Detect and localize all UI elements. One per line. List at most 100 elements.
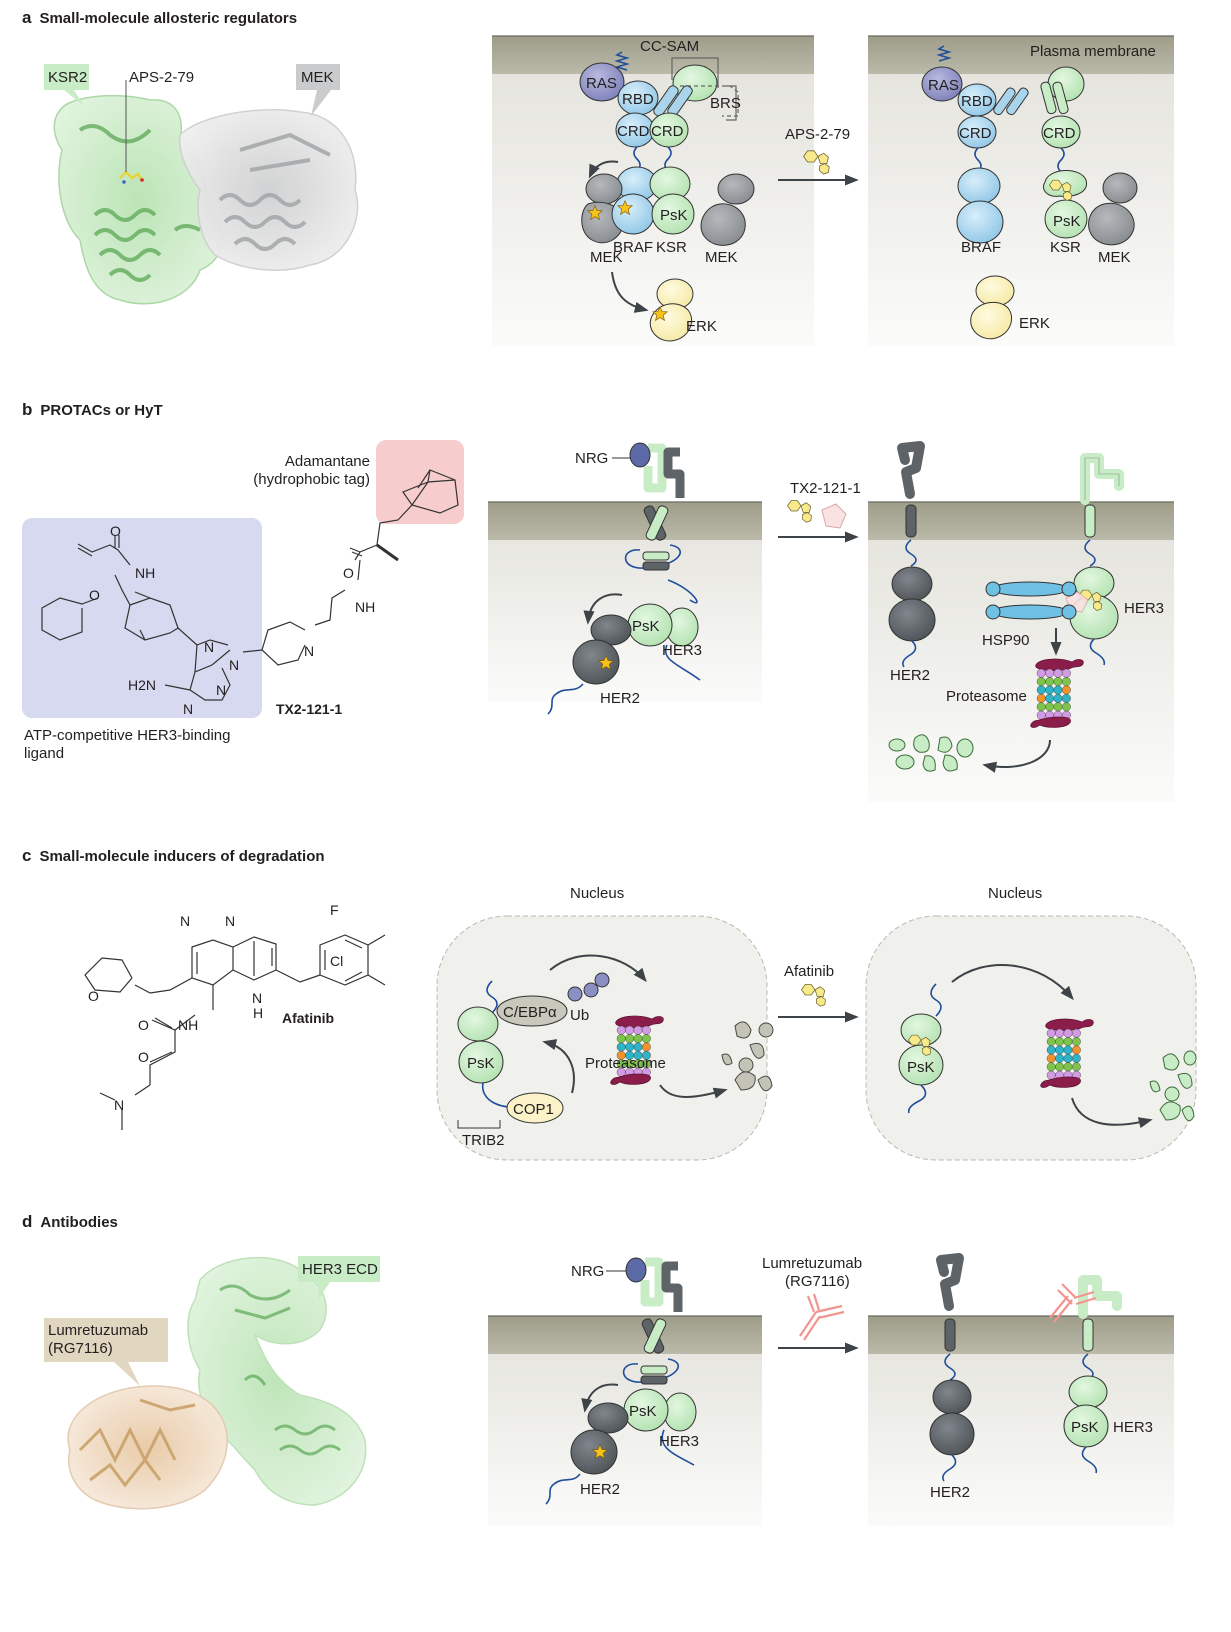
her2-ecd xyxy=(936,1253,964,1311)
degradation-arrow xyxy=(951,964,1074,1001)
mek-structure-label: MEK xyxy=(301,69,334,86)
cc-sam-bracket xyxy=(671,57,719,88)
cop1-label: COP1 xyxy=(513,1101,554,1118)
atom-n: N xyxy=(252,990,262,1006)
panel-b-transition: TX2-121-1 xyxy=(778,480,861,543)
degraded-c-ebpa-fragments xyxy=(721,1021,774,1092)
her3-n-lobe xyxy=(1068,1375,1108,1409)
her3-transmembrane xyxy=(643,1318,667,1354)
after-her3-label: HER3 xyxy=(1113,1419,1153,1436)
after-braf-crd-label: CRD xyxy=(959,125,992,142)
her2-kinase xyxy=(570,1429,618,1475)
atom-n: N xyxy=(204,639,214,655)
braf-brs-rod xyxy=(653,85,679,117)
hsp90-label: HSP90 xyxy=(982,632,1030,649)
adamantane-icon xyxy=(821,503,847,529)
mek-c-lobe xyxy=(1088,202,1135,246)
ras-protein xyxy=(579,62,625,102)
her3-ecd xyxy=(643,443,667,493)
mek-to-erk-arrow xyxy=(611,271,649,313)
after-her3-label: HER3 xyxy=(1124,600,1164,617)
antibody-icon xyxy=(799,1293,845,1341)
after-psk-label: PsK xyxy=(1053,213,1081,230)
erk-label: ERK xyxy=(686,318,717,335)
rg7116-structure-label: (RG7116) xyxy=(48,1340,113,1357)
her2-ecd xyxy=(897,441,925,499)
psk-label: PsK xyxy=(467,1055,495,1072)
her3-c-lobe xyxy=(663,1392,697,1432)
her3-ligand-highlight xyxy=(22,518,262,718)
her3-ecd xyxy=(640,1257,664,1307)
her3-label: HER3 xyxy=(659,1433,699,1450)
ksr2-ribbon xyxy=(78,124,201,282)
nrg-ligand xyxy=(625,1257,647,1283)
after-psk-label: PsK xyxy=(907,1059,935,1076)
atom-n: N xyxy=(304,643,314,659)
aps-2-79-structure-label: APS-2-79 xyxy=(129,69,194,86)
her2-n-lobe xyxy=(891,566,933,602)
after-her2-label: HER2 xyxy=(930,1484,970,1501)
ksr-pseudokinase xyxy=(651,193,695,235)
mek-surface xyxy=(178,109,359,271)
afatinib-chemical-structure: N N F N H Cl O O NH O N Afatinib xyxy=(84,902,386,1130)
mek-right-n-lobe xyxy=(717,173,755,205)
atom-n: N xyxy=(225,913,235,929)
panel-d-arrow-label: Lumretuzumab xyxy=(762,1255,862,1272)
after-nucleus-label: Nucleus xyxy=(988,885,1042,902)
hydrophobic-tag-highlight xyxy=(376,440,464,524)
atom-f: F xyxy=(330,902,339,918)
panel-a-before-diagram: RAS CC-SAM BRS RBD CRD CRD PsK B xyxy=(492,35,814,346)
lumretuzumab-structure-label: Lumretuzumab xyxy=(48,1322,148,1339)
ksr-crd-label: CRD xyxy=(651,123,684,140)
proteasome-label: Proteasome xyxy=(946,688,1027,705)
ksr2-label: KSR2 xyxy=(48,69,87,86)
braf-to-mek-arrow xyxy=(588,160,619,179)
tx2-121-1-molecule-icon xyxy=(787,500,812,523)
trib2-pseudokinase xyxy=(458,1040,504,1084)
nrg-ligand xyxy=(629,442,651,468)
ras-lipid-anchor xyxy=(614,51,630,71)
braf-kinase-c-lobe xyxy=(611,193,655,235)
panel-d-arrow-label-line2: (RG7116) xyxy=(785,1273,850,1290)
proteasome-label: Proteasome xyxy=(585,1055,666,1072)
after-ksr-label: KSR xyxy=(1050,239,1081,256)
mek-right-label: MEK xyxy=(705,249,738,266)
her3-lumretuzumab-crystal-structure: HER3 ECD Lumretuzumab (RG7116) xyxy=(44,1256,380,1510)
tx2-121-1-compound-label: TX2-121-1 xyxy=(276,701,342,717)
trib2-bracket xyxy=(457,1120,501,1129)
c-ebpa-substrate xyxy=(496,995,568,1027)
panel-c-transition: Afatinib xyxy=(778,963,859,1023)
panel-b-after-diagram: HER2 HER3 HSP90 Proteasome xyxy=(868,441,1174,802)
panel-a-transition: APS-2-79 xyxy=(778,126,859,186)
c-ebpa-label: C/EBPα xyxy=(503,1004,557,1021)
lumretuzumab-surface xyxy=(67,1385,228,1510)
panel-c-title: Small-molecule inducers of degradation xyxy=(39,848,325,865)
her3-transmembrane xyxy=(1084,504,1096,538)
chemical-bonds xyxy=(41,469,459,701)
her2-label: HER2 xyxy=(580,1481,620,1498)
nrg-label: NRG xyxy=(575,450,608,467)
after-rbd-label: RBD xyxy=(961,93,993,110)
panel-a-arrow-label: APS-2-79 xyxy=(785,126,850,143)
proteolysis-arrow xyxy=(1071,1097,1153,1129)
her3-ecd-callout xyxy=(298,1256,380,1300)
hsp90-dimer xyxy=(985,581,1077,620)
trib2-n-lobe xyxy=(457,1006,499,1042)
her3-ecd xyxy=(1078,1275,1122,1319)
hydrophobic-tag-label: (hydrophobic tag) xyxy=(253,471,370,488)
ub-label: Ub xyxy=(570,1007,589,1024)
erk-c-lobe xyxy=(970,301,1012,340)
afatinib-molecule-icon xyxy=(801,984,826,1007)
erk-n-lobe xyxy=(975,275,1015,307)
plasma-membrane xyxy=(868,502,1174,540)
her3-transmembrane xyxy=(1082,1318,1094,1352)
ras-label: RAS xyxy=(586,75,617,92)
rbd-label: RBD xyxy=(622,91,654,108)
plasma-membrane xyxy=(492,36,814,74)
atom-h: H xyxy=(253,1005,263,1021)
atom-o: O xyxy=(89,587,100,603)
atom-nh: NH xyxy=(355,599,375,615)
